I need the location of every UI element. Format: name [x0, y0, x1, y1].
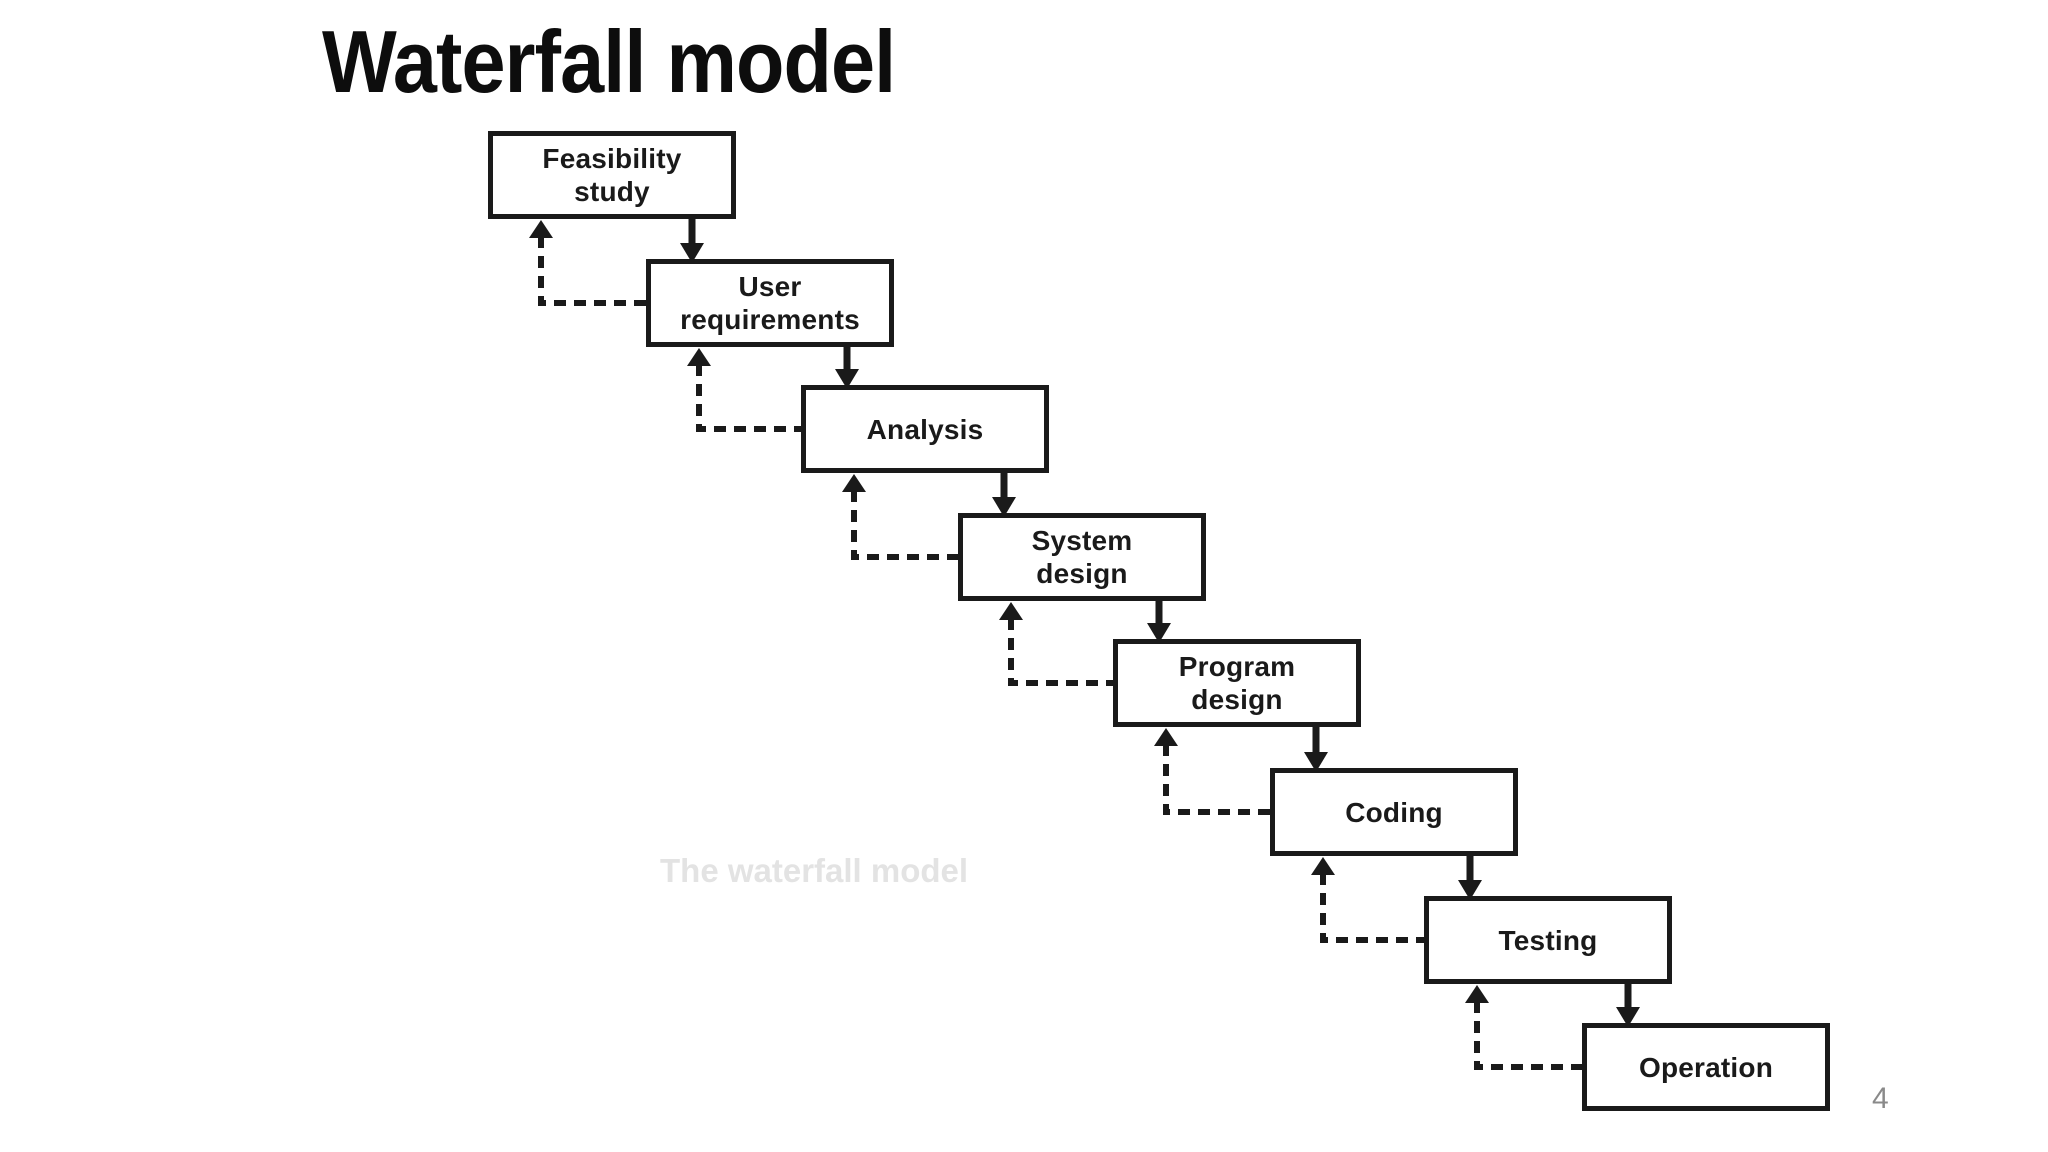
feedback-arrow-dashed-line: [1320, 873, 1427, 943]
feedback-arrow-head-icon: [1154, 728, 1178, 746]
stage-label: Feasibility: [542, 143, 682, 174]
stage-label: System: [1031, 525, 1133, 556]
feedback-arrow-dashed-line: [1008, 618, 1116, 686]
page-number: 4: [1872, 1082, 1889, 1115]
feedback-arrow-dashed-line: [1474, 1001, 1585, 1070]
stage-box-coding: Coding: [1270, 768, 1518, 856]
stage-label: Analysis: [866, 413, 984, 445]
feedback-arrow-head-icon: [1465, 985, 1489, 1003]
feedback-arrow-head-icon: [529, 220, 553, 238]
stage-label: Operation: [1638, 1051, 1774, 1083]
feedback-arrow-dashed-line: [538, 236, 649, 306]
stage-box-operation: Operation: [1582, 1023, 1830, 1111]
stage-label: study: [574, 176, 650, 207]
feedback-arrow-dashed-line: [851, 490, 961, 560]
stage-box-testing: Testing: [1424, 896, 1672, 984]
stage-label: requirements: [680, 304, 860, 335]
slide-title: Waterfall model: [322, 12, 896, 111]
stage-box-analysis: Analysis: [801, 385, 1049, 473]
feedback-arrow-dashed-line: [696, 364, 804, 432]
feedback-arrow-head-icon: [999, 602, 1023, 620]
stage-label: Coding: [1345, 796, 1443, 828]
stage-label: design: [1036, 558, 1128, 589]
stage-label: design: [1191, 684, 1283, 715]
watermark-text: The waterfall model: [660, 852, 969, 889]
stage-label: Program: [1178, 651, 1296, 682]
feedback-arrow-head-icon: [687, 348, 711, 366]
feedback-arrow-head-icon: [1311, 857, 1335, 875]
stage-label: Testing: [1498, 924, 1598, 956]
feedback-arrow-head-icon: [842, 474, 866, 492]
feedback-arrow-dashed-line: [1163, 744, 1273, 815]
stage-label: User: [738, 271, 802, 302]
